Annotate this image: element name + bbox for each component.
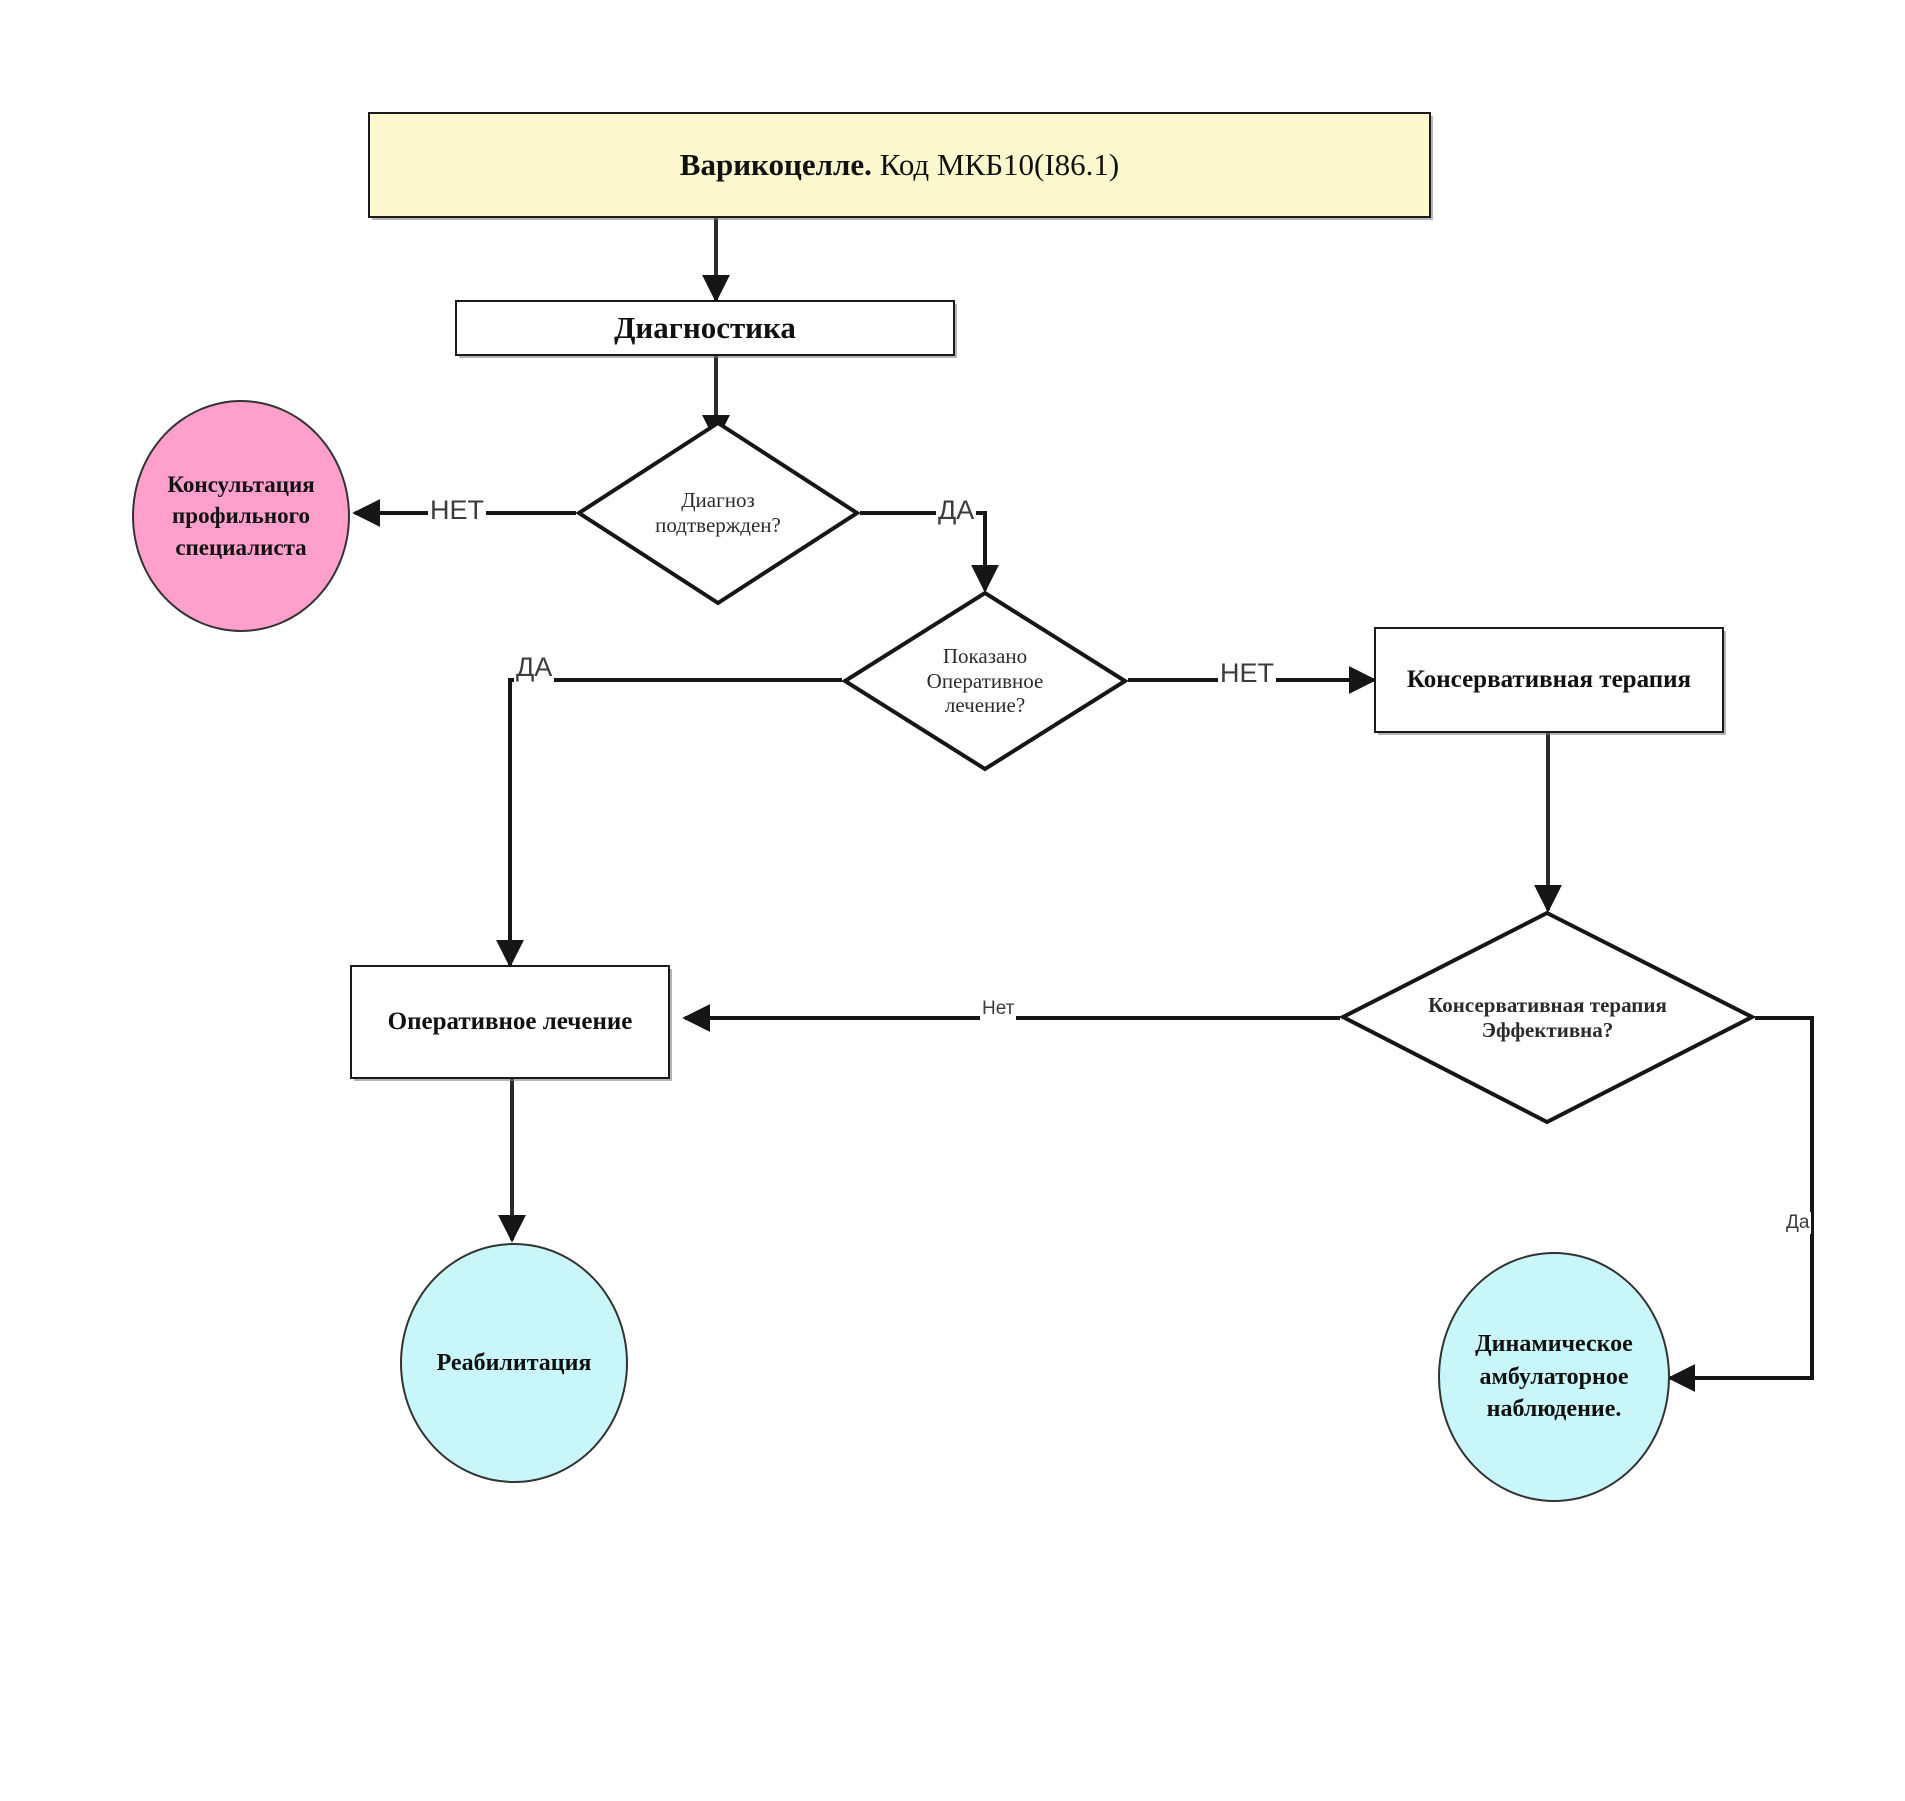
node-consultation-line2: профильного: [172, 503, 310, 529]
edge-label-effective-no: Нет: [980, 998, 1017, 1020]
node-consultation-text: Консультация профильного специалиста: [167, 469, 314, 562]
decision-surgery-line1: Показано: [942, 643, 1028, 668]
node-title-varicocele[interactable]: Варикоцелле. Код МКБ10(I86.1): [368, 112, 1431, 218]
edge-surgery-yes-to-surgical: [496, 678, 842, 968]
diamond-shape-surgery: [842, 590, 1128, 772]
dynamic-observation-line2: амбулаторное: [1479, 1363, 1629, 1390]
edge-label-surgery-no: НЕТ: [1218, 658, 1276, 689]
decision-surgery-line3: лечение?: [944, 693, 1026, 718]
node-decision-effective-text: Консервативная терапия Эффективна?: [1340, 910, 1755, 1125]
diamond-shape-diagnosis: [576, 420, 860, 606]
node-diagnostics[interactable]: Диагностика: [455, 300, 955, 356]
node-conservative-therapy[interactable]: Консервативная терапия: [1374, 627, 1724, 733]
node-surgical-treatment-label: Оперативное лечение: [387, 1007, 633, 1035]
node-decision-diagnosis-confirmed[interactable]: Диагноз подтвержден?: [576, 420, 860, 606]
decision-diagnosis-line2: подтвержден?: [655, 513, 781, 537]
node-consultation-specialist[interactable]: Консультация профильного специалиста: [132, 400, 350, 632]
node-rehabilitation[interactable]: Реабилитация: [400, 1243, 628, 1483]
node-surgical-treatment[interactable]: Оперативное лечение: [350, 965, 670, 1079]
decision-effective-line1: Консервативная терапия: [1428, 992, 1667, 1017]
node-decision-surgery-indicated[interactable]: Показано Оперативное лечение?: [842, 590, 1128, 772]
node-conservative-therapy-label: Консервативная терапия: [1406, 665, 1692, 693]
node-dynamic-observation[interactable]: Динамическое амбулаторное наблюдение.: [1438, 1252, 1670, 1502]
node-title-label: Варикоцелле. Код МКБ10(I86.1): [680, 147, 1119, 183]
node-diagnostics-label: Диагностика: [614, 310, 796, 346]
node-rehabilitation-label: Реабилитация: [436, 1349, 592, 1376]
dynamic-observation-line1: Динамическое: [1475, 1331, 1633, 1358]
node-decision-surgery-text: Показано Оперативное лечение?: [842, 590, 1128, 772]
edge-label-diagnosis-yes: ДА: [936, 495, 977, 526]
edge-label-effective-yes: Да: [1784, 1212, 1812, 1234]
decision-surgery-line2: Оперативное: [926, 668, 1044, 693]
diamond-shape-effective: [1340, 910, 1755, 1125]
edge-label-surgery-yes: ДА: [514, 652, 555, 683]
node-title-code: Код МКБ10(I86.1): [871, 147, 1120, 183]
decision-diagnosis-line1: Диагноз: [681, 488, 755, 513]
edge-label-diagnosis-no: НЕТ: [428, 495, 486, 526]
node-consultation-line1: Консультация: [167, 472, 315, 498]
node-decision-diagnosis-text: Диагноз подтвержден?: [576, 420, 860, 606]
dynamic-observation-line3: наблюдение.: [1486, 1396, 1622, 1423]
decision-effective-line2: Эффективна?: [1481, 1017, 1614, 1042]
node-title-bold: Варикоцелле.: [679, 147, 872, 183]
node-dynamic-observation-text: Динамическое амбулаторное наблюдение.: [1475, 1328, 1633, 1425]
node-decision-therapy-effective[interactable]: Консервативная терапия Эффективна?: [1340, 910, 1755, 1125]
node-consultation-line3: специалиста: [175, 534, 307, 560]
